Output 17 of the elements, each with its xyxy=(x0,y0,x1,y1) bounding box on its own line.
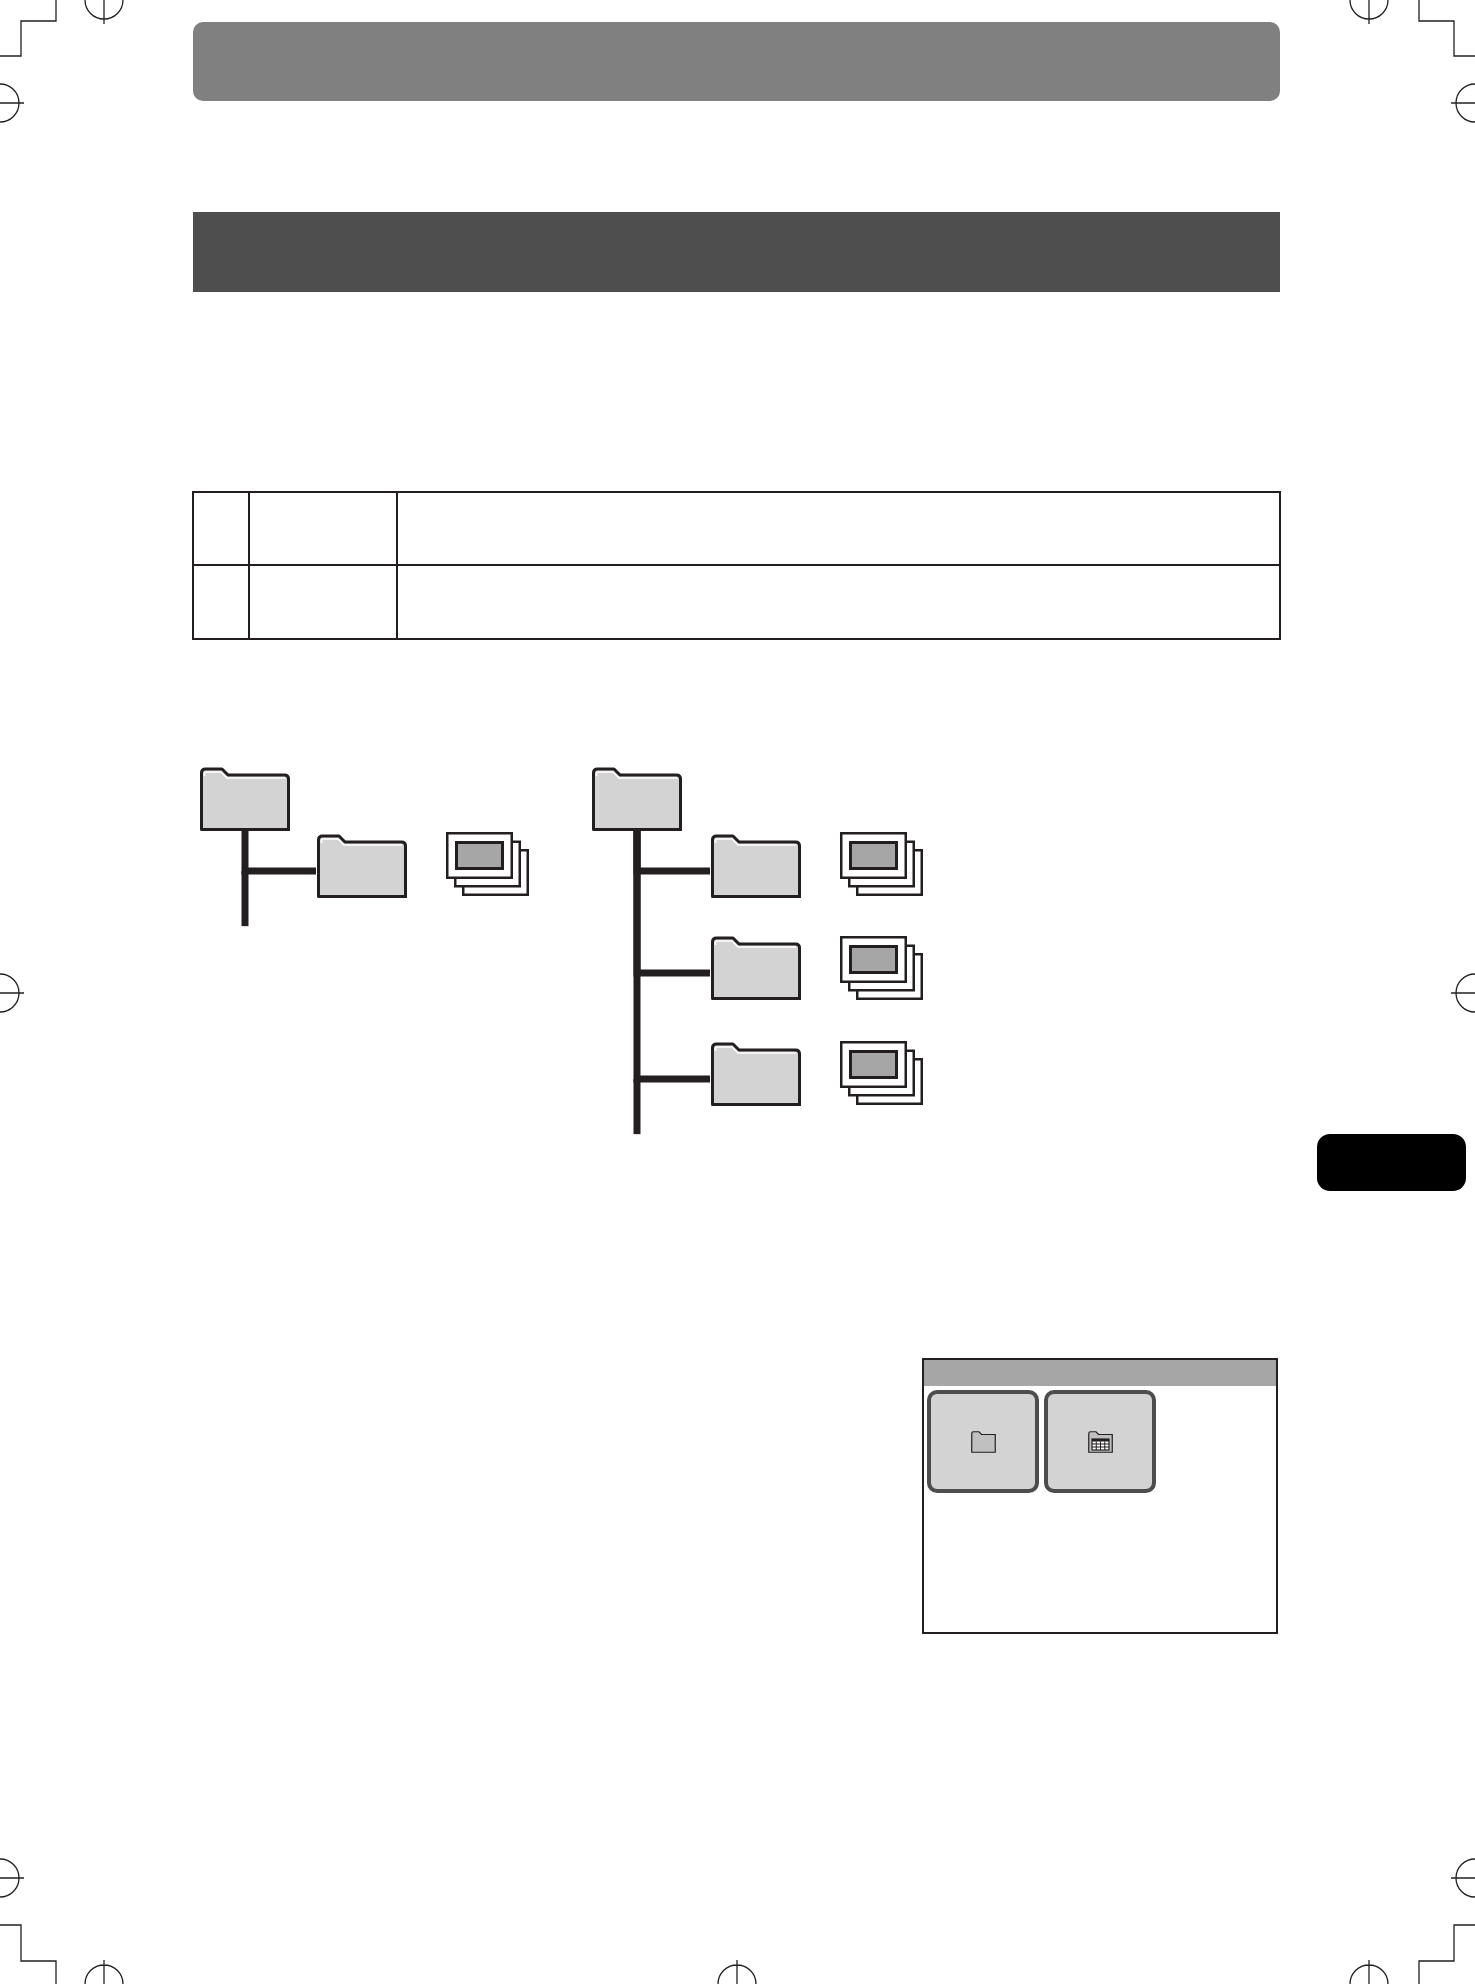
folder-icon xyxy=(199,767,291,831)
folder-icon xyxy=(591,767,683,831)
folder-icon xyxy=(710,1042,802,1106)
folder-icon xyxy=(316,834,408,898)
header-bar xyxy=(193,22,1280,101)
photo-stack-icon xyxy=(446,832,529,896)
calendar-folder-button xyxy=(1044,1390,1156,1493)
photo-stack-icon xyxy=(840,832,923,896)
photo-stack-icon xyxy=(840,1041,923,1105)
section-bar xyxy=(193,212,1280,292)
folder-icon xyxy=(710,834,802,898)
folder-button xyxy=(927,1390,1039,1493)
camera-screen xyxy=(922,1358,1278,1634)
side-tab xyxy=(1317,1134,1466,1191)
screen-title-bar xyxy=(924,1360,1276,1386)
photo-stack-icon xyxy=(840,936,923,1000)
folder-icon xyxy=(710,936,802,1000)
